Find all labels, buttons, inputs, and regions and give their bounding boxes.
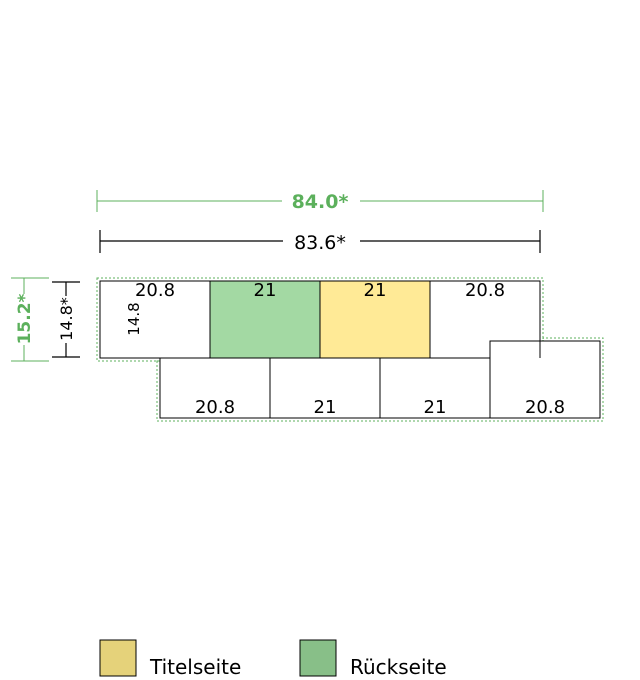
- inner-width-label: 83.6*: [294, 232, 346, 254]
- bottom-panel-3: [379, 357, 491, 419]
- top-row-panels: 20.8 21 21 20.8 14.8: [99, 280, 541, 359]
- inner-height-dimension: 14.8*: [52, 281, 80, 358]
- top-panel-1-width: 20.8: [135, 280, 175, 301]
- bottom-panel-3-width: 21: [424, 397, 447, 418]
- inner-width-dimension: 83.6*: [99, 230, 541, 254]
- legend-title-swatch: [99, 639, 137, 677]
- bottom-panel-1-width: 20.8: [195, 397, 235, 418]
- outer-height-dimension: 15.2*: [11, 277, 49, 362]
- bottom-row-panels: 20.8 21 21 20.8: [159, 340, 601, 419]
- top-panel-1: [99, 280, 211, 359]
- bottom-panel-2: [269, 357, 381, 419]
- legend-back-swatch: [299, 639, 337, 677]
- bottom-panel-1: [159, 357, 271, 419]
- bottom-panel-4-width: 20.8: [525, 397, 565, 418]
- outer-height-label: 15.2*: [15, 293, 35, 344]
- panel-height-label: 14.8: [125, 302, 143, 335]
- bottom-panel-4: [489, 340, 601, 419]
- legend-title-label: Titelseite: [149, 655, 241, 679]
- outer-width-label: 84.0*: [292, 191, 349, 213]
- outer-width-dimension: 84.0*: [96, 190, 544, 213]
- top-panel-4-width: 20.8: [465, 280, 505, 301]
- inner-height-label: 14.8*: [57, 297, 76, 341]
- legend: Titelseite Rückseite: [99, 639, 447, 679]
- top-panel-2-width: 21: [254, 280, 277, 301]
- bottom-panel-2-width: 21: [314, 397, 337, 418]
- top-panel-3-width: 21: [364, 280, 387, 301]
- legend-back-label: Rückseite: [350, 655, 447, 679]
